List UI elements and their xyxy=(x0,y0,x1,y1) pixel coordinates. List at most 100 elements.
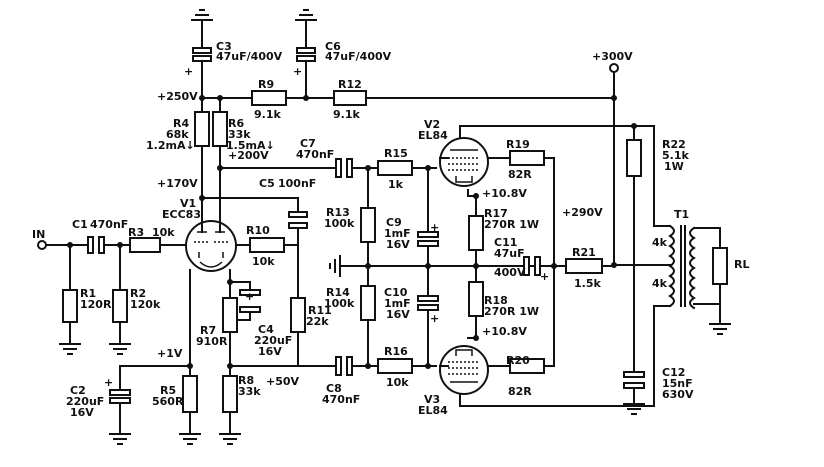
capacitor-c4 xyxy=(239,289,261,313)
resistor-r13 xyxy=(360,207,376,243)
ground-icon xyxy=(191,9,213,21)
label-capacitors-c4-name: C4 xyxy=(258,323,274,336)
label-tubes-v3-name: V3 xyxy=(424,393,440,406)
label-voltages-v170: +170V xyxy=(157,177,198,190)
label-resistors-r11-name: R11 xyxy=(308,304,332,317)
label-resistors-r18-name: R18 xyxy=(484,294,508,307)
tube-v1 xyxy=(185,220,237,272)
ground-icon xyxy=(59,343,81,355)
ground-symbols xyxy=(59,9,731,445)
capacitor-c11 xyxy=(523,256,541,276)
resistor-r4 xyxy=(194,111,210,147)
resistor-rl xyxy=(712,247,728,285)
resistor-r15 xyxy=(377,160,413,176)
load-label: RL xyxy=(734,258,749,271)
resistor-r11 xyxy=(290,297,306,333)
resistor-r22 xyxy=(626,139,642,177)
label-resistors-r9-name: R9 xyxy=(258,78,274,91)
capacitor-c1 xyxy=(87,236,105,254)
label-capacitors-c7-value: 470nF xyxy=(296,148,334,161)
label-tubes-v3-type: EL84 xyxy=(418,404,448,417)
label-capacitors-c10-value: 1mF xyxy=(384,297,411,310)
label-capacitors-c8-name: C8 xyxy=(326,382,342,395)
resistor-r21 xyxy=(565,258,603,274)
label-resistors-r20-name: R20 xyxy=(506,354,530,367)
label-capacitors-c1-value: 470nF xyxy=(90,218,128,231)
label-capacitors-c3-value: 47uF/400V xyxy=(216,50,283,63)
label-capacitors-c12-note: 630V xyxy=(662,388,694,401)
label-capacitors-c4-note: 16V xyxy=(258,345,282,358)
label-resistors-r13-value: 100k xyxy=(324,217,355,230)
label-capacitors-c5-name: C5 xyxy=(259,177,275,190)
input-terminal xyxy=(37,240,47,250)
capacitor-c6 xyxy=(296,47,316,62)
resistor-r14 xyxy=(360,285,376,321)
label-resistors-r2-value: 120k xyxy=(130,298,161,311)
capacitors xyxy=(87,47,645,404)
label-resistors-r3-value: 10k xyxy=(152,226,175,239)
c6-plus: + xyxy=(293,65,302,78)
ground-icon xyxy=(295,9,317,21)
capacitor-c10 xyxy=(417,295,439,311)
label-capacitors-c2-value: 220uF xyxy=(66,395,104,408)
resistor-r3 xyxy=(129,237,161,253)
supply-label: +300V xyxy=(592,50,633,63)
label-resistors-r4-note: 1.2mA↓ xyxy=(146,139,195,152)
label-tubes-v1-name: V1 xyxy=(180,197,196,210)
label-capacitors-c11-value: 47uF xyxy=(494,247,525,260)
resistor-r7 xyxy=(222,297,238,333)
capacitor-c8 xyxy=(335,356,353,376)
label-resistors-r8-value: 33k xyxy=(238,385,261,398)
label-tubes-v2-name: V2 xyxy=(424,118,440,131)
label-transformer-tap_bottom: 4k xyxy=(652,277,668,290)
label-capacitors-c1-name: C1 xyxy=(72,218,88,231)
label-resistors-r3-name: R3 xyxy=(128,226,144,239)
label-capacitors-c12-name: C12 xyxy=(662,366,685,379)
resistor-r17 xyxy=(468,215,484,251)
capacitor-c7 xyxy=(335,158,353,178)
label-resistors-r12-name: R12 xyxy=(338,78,362,91)
c11-plus: + xyxy=(540,270,549,283)
label-tubes-v2-type: EL84 xyxy=(418,129,448,142)
label-capacitors-c3-name: C3 xyxy=(216,40,232,53)
label-resistors-r18-value: 270R 1W xyxy=(484,305,539,318)
label-tubes-v1-type: ECC83 xyxy=(162,208,201,221)
label-resistors-r10-name: R10 xyxy=(246,224,270,237)
label-resistors-r15-name: R15 xyxy=(384,147,408,160)
label-resistors-r11-value: 22k xyxy=(306,315,329,328)
label-voltages-v50: +50V xyxy=(266,375,300,388)
label-resistors-r22-name: R22 xyxy=(662,138,686,151)
label-resistors-r17-value: 270R 1W xyxy=(484,218,539,231)
capacitor-c5 xyxy=(288,211,308,229)
wires xyxy=(45,19,721,433)
ground-icon xyxy=(109,343,131,355)
c4-plus: + xyxy=(245,290,254,303)
tube-v2 xyxy=(439,137,489,187)
label-resistors-r7-name: R7 xyxy=(200,324,216,337)
label-voltages-v108_top: +10.8V xyxy=(482,187,527,200)
label-resistors-r5-name: R5 xyxy=(160,384,176,397)
label-resistors-r16-name: R16 xyxy=(384,345,408,358)
label-resistors-r19-value: 82R xyxy=(508,168,532,181)
label-voltages-v1: +1V xyxy=(157,347,183,360)
resistor-r20 xyxy=(509,358,545,374)
label-capacitors-c6-value: 47uF/400V xyxy=(325,50,392,63)
label-resistors-r21-name: R21 xyxy=(572,246,596,259)
label-capacitors-c6-name: C6 xyxy=(325,40,341,53)
c9-plus: + xyxy=(430,221,439,234)
label-voltages-v250: +250V xyxy=(157,90,198,103)
label-voltages-v290: +290V xyxy=(562,206,603,219)
ground-icon xyxy=(623,403,645,415)
label-capacitors-c12-value: 15nF xyxy=(662,377,693,390)
ground-icon xyxy=(219,433,241,445)
label-resistors-r10-value: 10k xyxy=(252,255,275,268)
label-capacitors-c11-name: C11 xyxy=(494,236,517,249)
resistor-r19 xyxy=(509,150,545,166)
label-capacitors-c8-value: 470nF xyxy=(322,393,360,406)
label-resistors-r7-value: 910R xyxy=(196,335,228,348)
labels: IN +300V RL C1 470nF R1 120R R2 120k R3 … xyxy=(32,40,749,419)
label-capacitors-c7-name: C7 xyxy=(300,137,316,150)
label-capacitors-c10-name: C10 xyxy=(384,286,408,299)
label-resistors-r22-value: 5.1k xyxy=(662,149,689,162)
